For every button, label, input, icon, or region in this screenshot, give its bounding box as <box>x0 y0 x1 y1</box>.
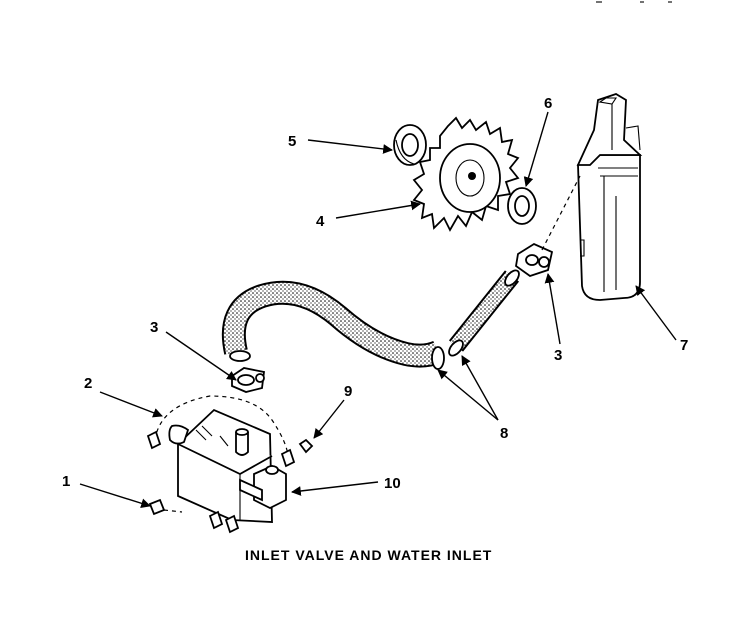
screw-part-1 <box>148 498 183 516</box>
hose-clamp-part-3-left <box>231 367 265 393</box>
inlet-valve-part-10 <box>168 408 287 534</box>
callout-7: 7 <box>680 337 688 354</box>
hose-clamp-part-3-right <box>515 242 554 277</box>
assembly-line-wire <box>154 395 289 459</box>
callout-10: 10 <box>384 475 401 492</box>
callout-9: 9 <box>344 383 352 400</box>
hose-short-part-8 <box>448 269 520 357</box>
hose-main-part-8 <box>221 280 445 370</box>
callout-2: 2 <box>84 375 92 392</box>
callout-5: 5 <box>288 133 296 150</box>
callout-8: 8 <box>500 425 508 442</box>
water-inlet-part-7 <box>576 93 643 301</box>
leader-lines <box>79 111 677 509</box>
callout-3-right: 3 <box>554 347 562 364</box>
screw-part-9 <box>298 438 314 454</box>
assembly-line-inlet <box>541 175 581 251</box>
wire-connector-part-2 <box>146 430 296 468</box>
seal-part-5 <box>393 124 427 166</box>
callout-6: 6 <box>544 95 552 112</box>
seal-part-6 <box>507 187 537 225</box>
callout-1: 1 <box>62 473 70 490</box>
callout-4: 4 <box>316 213 325 230</box>
diagram-caption: INLET VALVE AND WATER INLET <box>245 547 492 563</box>
callout-3-left: 3 <box>150 319 158 336</box>
fill-wheel-part-4 <box>412 116 520 232</box>
